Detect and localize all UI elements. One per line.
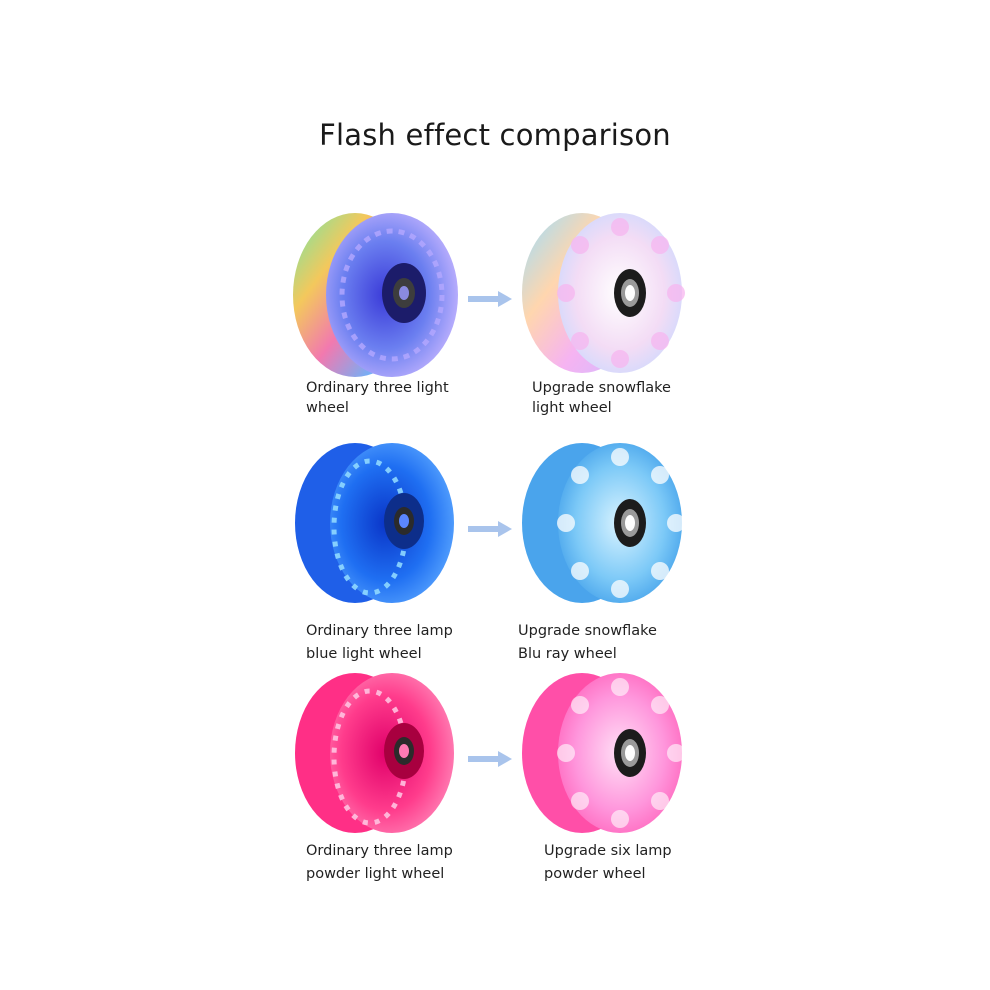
ordinary-three-lamp-blue-light-wheel-image — [280, 435, 480, 615]
arrow-right-icon — [466, 519, 514, 539]
upgrade-snowflake-light-wheel-image — [510, 205, 710, 385]
ordinary-three-lamp-powder-light-wheel-image — [280, 665, 480, 845]
arrow-right-icon — [466, 749, 514, 769]
page-title: Flash effect comparison — [319, 118, 671, 152]
ordinary-three-light-wheel-image — [280, 205, 480, 385]
arrow-right-icon — [466, 289, 514, 309]
upgrade-six-lamp-powder-wheel-image — [510, 665, 710, 845]
upgrade-snowflake-blu-ray-wheel-image — [510, 435, 710, 615]
